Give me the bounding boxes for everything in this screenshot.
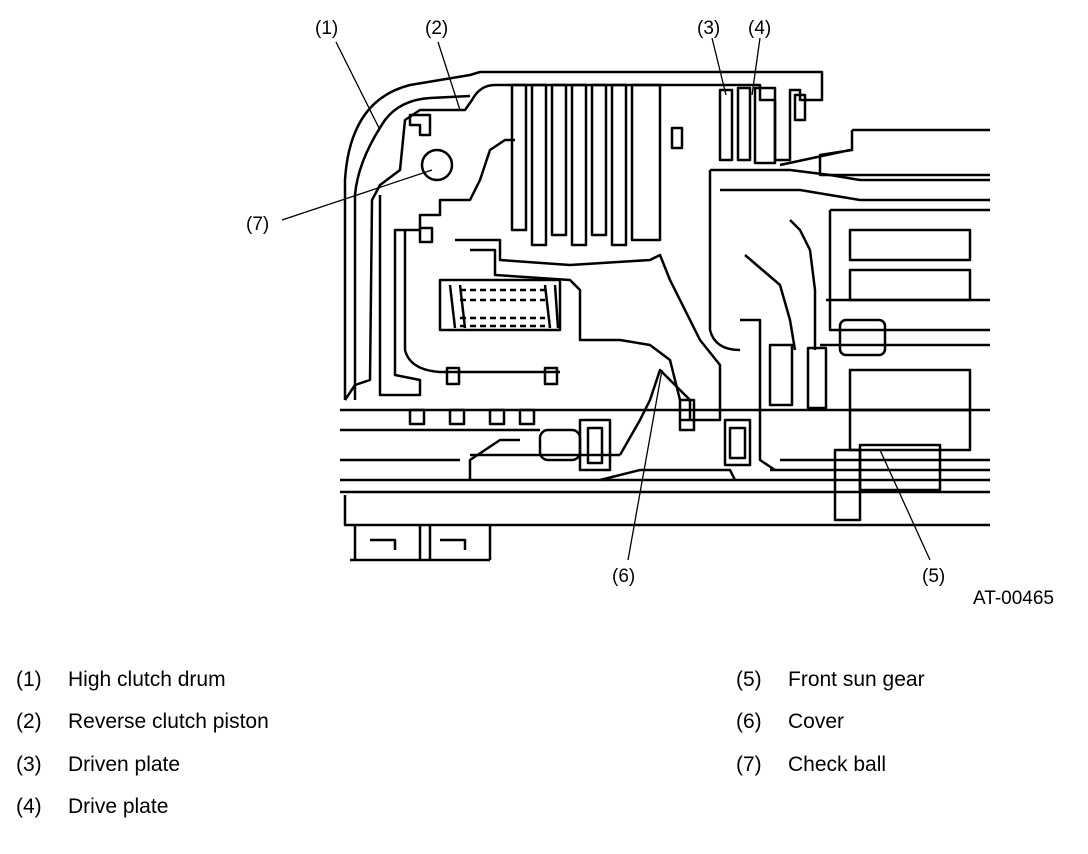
legend-text: Reverse clutch piston xyxy=(68,710,269,733)
legend-number: (1) xyxy=(16,668,42,691)
right-housing xyxy=(780,130,990,175)
cover-outline xyxy=(620,370,690,455)
legend-text: Check ball xyxy=(788,753,887,776)
legend-number: (3) xyxy=(16,753,42,776)
legend-text: Drive plate xyxy=(68,795,169,818)
sun-gear-shapes xyxy=(835,230,970,520)
legend-right: (5) Front sun gear (6) Cover (7) Check b… xyxy=(736,668,1066,798)
callout-2: (2) xyxy=(425,18,449,39)
housing-outline xyxy=(345,72,822,400)
legend-number: (2) xyxy=(16,710,42,733)
legend-number: (6) xyxy=(736,710,762,733)
callout-6: (6) xyxy=(612,566,636,587)
clutch-plates xyxy=(512,85,775,245)
callout-3: (3) xyxy=(697,18,721,39)
cross-section-diagram xyxy=(0,0,1088,620)
legend-number: (7) xyxy=(736,753,762,776)
legend-number: (4) xyxy=(16,795,42,818)
legend-text: Cover xyxy=(788,710,845,733)
figure-id: AT-00465 xyxy=(973,588,1054,609)
legend-text: Driven plate xyxy=(68,753,181,776)
legend-text: Front sun gear xyxy=(788,668,925,691)
shaft-lines xyxy=(340,410,990,525)
callout-1: (1) xyxy=(315,18,339,39)
check-ball-shape xyxy=(422,150,452,180)
legend-number: (5) xyxy=(736,668,762,691)
legend-text: High clutch drum xyxy=(68,668,226,691)
legend-left: (1) High clutch drum (2) Reverse clutch … xyxy=(16,668,516,838)
callout-7: (7) xyxy=(246,214,270,235)
piston-outline xyxy=(380,140,515,395)
callout-4: (4) xyxy=(748,18,772,39)
callout-5: (5) xyxy=(922,566,946,587)
